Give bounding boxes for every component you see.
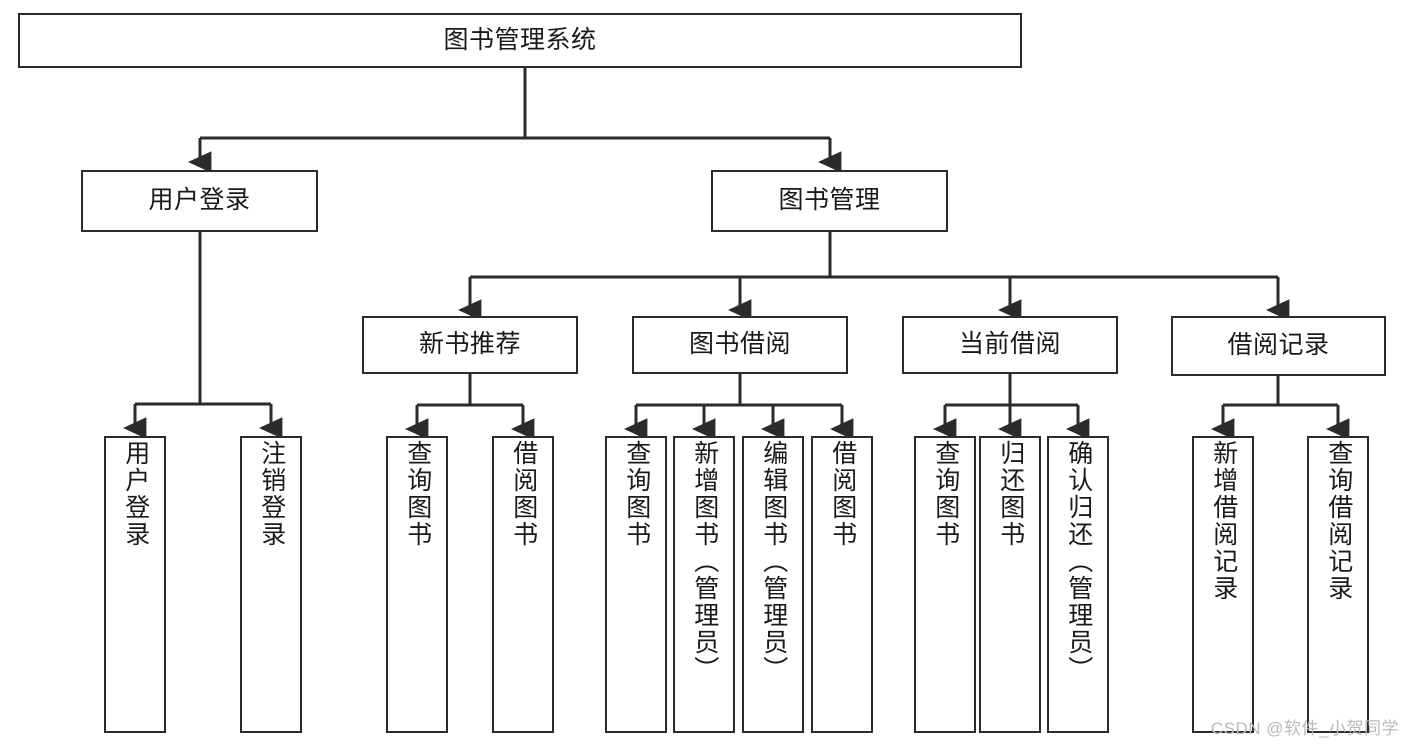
node-book-management[interactable]: 图书管理 [711,170,948,232]
node-label: 查询图书 [622,440,651,548]
node-new-book-recommend[interactable]: 新书推荐 [362,316,578,374]
node-label: 图书管理系统 [443,25,597,54]
node-current-borrow[interactable]: 当前借阅 [902,316,1118,374]
leaf-borrow-add-book-admin[interactable]: 新增图书（管理员） [673,436,735,733]
node-label: 新增借阅记录 [1209,440,1238,602]
node-label: 注销登录 [257,440,286,548]
node-label: 查询图书 [403,440,432,548]
node-root-system[interactable]: 图书管理系统 [18,13,1022,68]
node-label: 查询图书 [931,440,960,548]
leaf-recommend-query-book[interactable]: 查询图书 [386,436,448,733]
leaf-current-query-book[interactable]: 查询图书 [914,436,976,733]
leaf-current-return-book[interactable]: 归还图书 [979,436,1041,733]
node-label: 查询借阅记录 [1324,440,1353,602]
node-label: 借阅图书 [509,440,538,548]
node-book-borrow[interactable]: 图书借阅 [632,316,848,374]
node-label: 图书管理 [778,186,881,215]
leaf-recommend-borrow-book[interactable]: 借阅图书 [492,436,554,733]
csdn-watermark: CSDN @软件_小贺同学 [1210,719,1399,738]
node-borrow-record[interactable]: 借阅记录 [1171,316,1386,376]
node-label: 新增图书（管理员） [690,440,719,683]
leaf-borrow-edit-book-admin[interactable]: 编辑图书（管理员） [742,436,804,733]
node-user-login[interactable]: 用户登录 [81,170,318,232]
node-label: 用户登录 [148,186,251,215]
node-label: 确认归还（管理员） [1064,440,1093,683]
leaf-user-login-signin[interactable]: 用户登录 [104,436,166,733]
leaf-borrow-borrow-book[interactable]: 借阅图书 [811,436,873,733]
node-label: 图书借阅 [688,330,791,359]
node-label: 编辑图书（管理员） [759,440,788,683]
leaf-user-login-signout[interactable]: 注销登录 [240,436,302,733]
leaf-borrow-query-book[interactable]: 查询图书 [605,436,667,733]
leaf-record-add-record[interactable]: 新增借阅记录 [1192,436,1254,733]
node-label: 用户登录 [121,440,150,548]
node-label: 归还图书 [996,440,1025,548]
node-label: 借阅记录 [1227,331,1330,360]
node-label: 当前借阅 [958,330,1061,359]
leaf-record-query-record[interactable]: 查询借阅记录 [1307,436,1369,733]
leaf-current-confirm-return-admin[interactable]: 确认归还（管理员） [1047,436,1109,733]
node-label: 新书推荐 [418,330,521,359]
node-label: 借阅图书 [828,440,857,548]
